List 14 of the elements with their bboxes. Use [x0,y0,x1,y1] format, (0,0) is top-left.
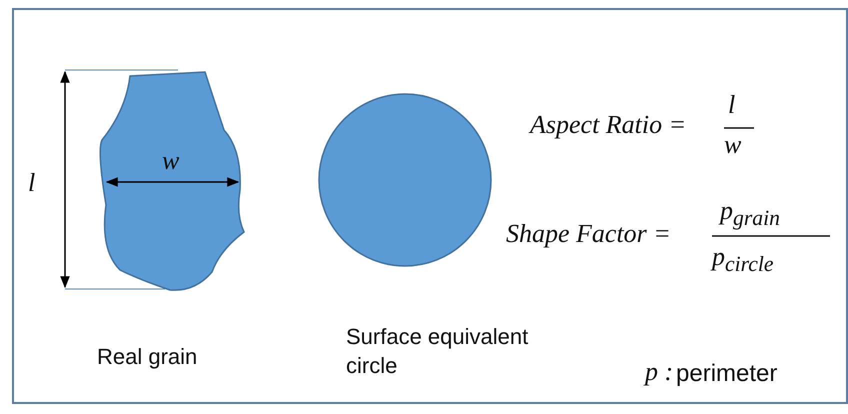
dimension-label: l [28,168,36,198]
node-label: Real grain [97,343,198,371]
circle-shape [318,93,492,267]
legend-text: perimeter [676,360,778,388]
node-label: Surface equivalent circle [346,323,530,380]
formula-text: p : [645,357,674,387]
formula-text: p$_{grain}$ [720,196,780,232]
grain-drawing [99,71,245,291]
dimension-label: w [162,146,180,176]
formula-text: l [728,90,736,120]
formula-text: p$_{circle}$ [712,242,774,278]
formula-text: w [724,130,742,160]
formula-text: Shape Factor = [506,219,671,249]
formula-text: Aspect Ratio = [530,110,686,140]
